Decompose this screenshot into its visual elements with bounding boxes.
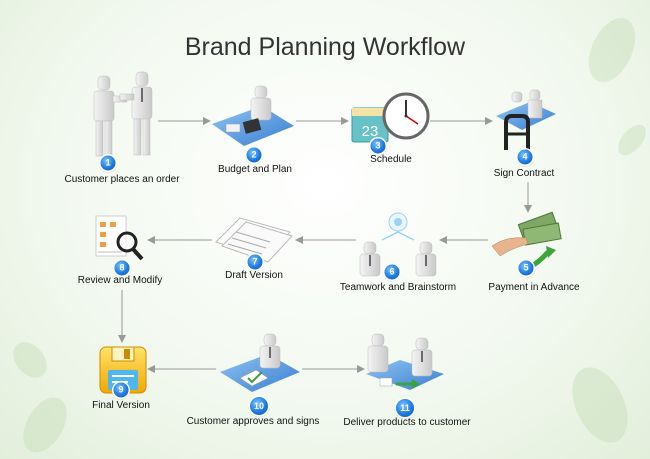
contract-sign-icon <box>496 89 556 150</box>
step-badge-5: 5 <box>518 260 534 276</box>
step-label-3: Schedule <box>370 154 412 165</box>
step-badge-7: 7 <box>247 254 263 270</box>
step-badge-1: 1 <box>100 155 116 171</box>
calendar-day: 23 <box>362 123 379 140</box>
step-badge-10: 10 <box>250 397 268 415</box>
step-label-6: Teamwork and Brainstorm <box>339 282 457 293</box>
desk-calculator-icon <box>212 85 294 146</box>
step-label-11: Deliver products to customer <box>343 417 471 428</box>
step-badge-2: 2 <box>246 147 262 163</box>
step-label-5: Payment in Advance <box>488 282 580 293</box>
step-badge-11: 11 <box>396 399 414 417</box>
step-badge-4: 4 <box>517 149 533 165</box>
step-label-9: Final Version <box>92 400 150 411</box>
leaf-decoration <box>13 18 646 453</box>
calendar-clock-icon: 23 <box>351 92 430 143</box>
review-magnifier-icon <box>95 215 144 261</box>
step-label-2: Budget and Plan <box>218 164 292 175</box>
step-badge-3: 3 <box>370 138 386 154</box>
flow-arrows <box>118 117 532 373</box>
approve-sign-icon <box>220 333 300 392</box>
step-badge-8: 8 <box>114 260 130 276</box>
floppy-disk-icon <box>99 346 147 394</box>
step-badge-6: 6 <box>384 264 400 280</box>
step-label-4: Sign Contract <box>493 168 555 179</box>
people-handshake-icon <box>93 71 153 157</box>
page-title: Brand Planning Workflow <box>184 33 466 61</box>
step-badge-9: 9 <box>113 382 129 398</box>
step-label-8: Review and Modify <box>77 275 163 286</box>
step-label-1: Customer places an order <box>64 174 180 185</box>
delivery-icon <box>366 333 444 390</box>
cash-payment-icon <box>491 211 562 273</box>
step-label-7: Draft Version <box>225 270 283 281</box>
draft-papers-icon <box>215 217 293 263</box>
brainstorm-icon <box>359 212 437 277</box>
step-label-10: Customer approves and signs <box>186 416 320 427</box>
